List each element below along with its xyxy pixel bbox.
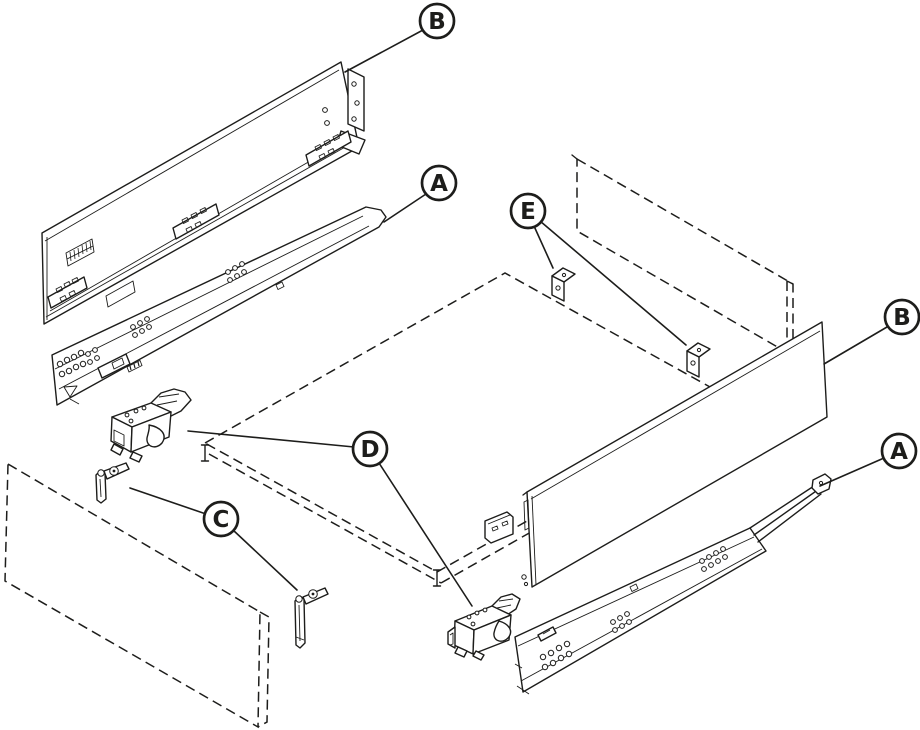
front-fixing-bracket-2 [294, 587, 329, 649]
front-panel-outline [4, 462, 270, 729]
panel-clip-3 [305, 130, 352, 167]
callout-letter: A [430, 171, 448, 197]
callout-letter: B [428, 9, 446, 35]
callout-b-top: B [418, 2, 456, 40]
callout-b-right: B [883, 298, 920, 336]
runner-hole-cluster-b [130, 316, 152, 338]
leader-lines [129, 29, 888, 607]
right-coupling-device [447, 593, 521, 661]
callout-d: D [351, 430, 389, 468]
callout-letter: C [213, 507, 230, 533]
back-panel-outline [571, 154, 794, 358]
panel-clip-2 [172, 203, 220, 240]
rear-fixing-bracket-2 [686, 342, 711, 378]
callout-letter: E [520, 199, 536, 225]
right-drawer-side-panel [521, 321, 828, 588]
callout-a-left: A [420, 164, 458, 202]
callout-a-right: A [880, 432, 918, 470]
runner-hole-cluster-mid [610, 611, 632, 633]
front-fixing-bracket-1 [95, 462, 130, 504]
callout-c: C [202, 500, 240, 538]
callout-letter: D [360, 437, 379, 463]
right-drawer-runner [514, 473, 832, 695]
left-drawer-runner [51, 206, 387, 406]
coupling-mounting-plate [484, 511, 514, 544]
product-label [65, 238, 95, 267]
runner-hole-cluster-c [225, 261, 247, 283]
runner-hole-cluster-right [699, 546, 728, 572]
panel-clip-1 [47, 276, 88, 309]
left-drawer-side-panel [41, 61, 366, 325]
left-coupling-device [110, 388, 192, 463]
callout-letter: B [893, 305, 911, 331]
callout-letter: A [890, 439, 908, 465]
callout-e: E [509, 192, 547, 230]
runner-hole-cluster-a [85, 347, 100, 365]
rear-fixing-bracket-1 [551, 267, 576, 302]
runner-hole-cluster-left [539, 640, 573, 671]
